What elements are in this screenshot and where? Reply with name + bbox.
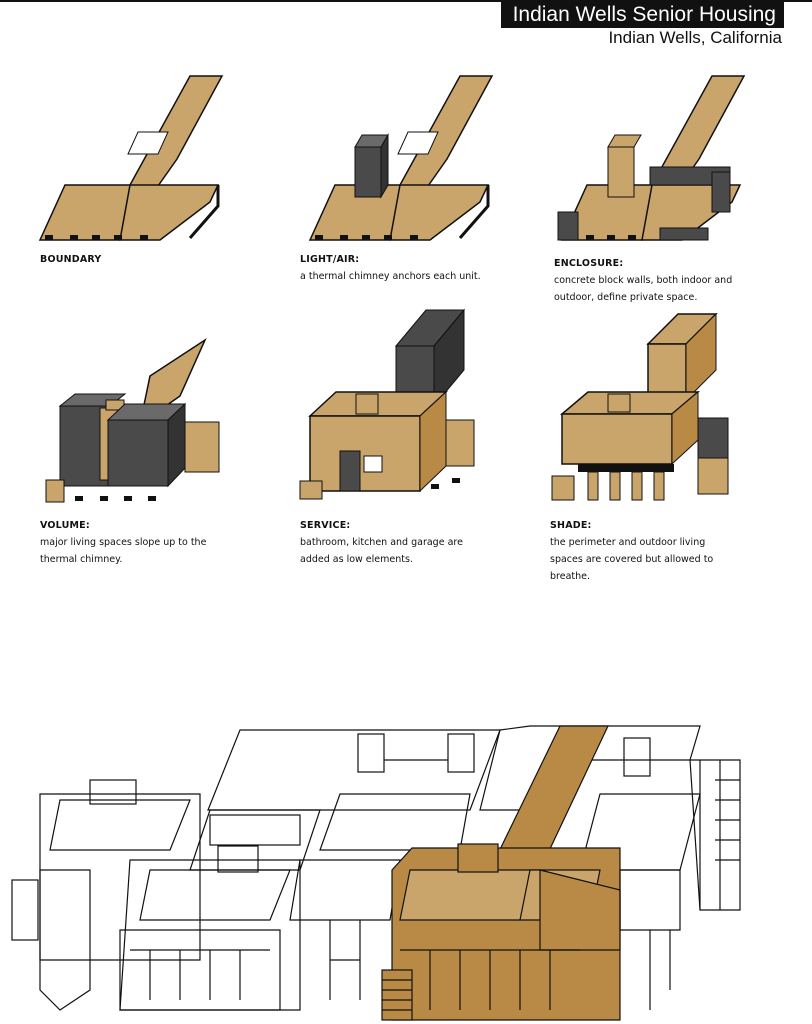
caption-heading: VOLUME: [40, 520, 90, 531]
diagram-boundary [38, 75, 224, 241]
page-title: Indian Wells Senior Housing [500, 2, 784, 28]
caption-shade: SHADE: the perimeter and outdoor living … [550, 517, 780, 585]
caption-heading: SERVICE: [300, 520, 351, 531]
caption-text: the perimeter and outdoor living spaces … [550, 537, 714, 582]
diagram-shade [551, 312, 729, 501]
caption-light-air: LIGHT/AIR: a thermal chimney anchors eac… [300, 251, 530, 285]
caption-heading: LIGHT/AIR: [300, 254, 360, 265]
diagram-volume [45, 337, 220, 503]
caption-text: major living spaces slope up to the ther… [40, 537, 207, 565]
diagram-enclosure [557, 75, 746, 241]
caption-text: concrete block walls, both indoor and ou… [554, 275, 733, 303]
caption-text: bathroom, kitchen and garage are added a… [300, 537, 463, 565]
thermal-chimney [354, 146, 382, 198]
page-subtitle: Indian Wells, California [608, 28, 782, 47]
caption-heading: SHADE: [550, 520, 592, 531]
site-axonometric-drawing [11, 725, 741, 1021]
top-rule [0, 0, 812, 2]
caption-heading: BOUNDARY [40, 254, 102, 265]
caption-boundary: BOUNDARY [40, 251, 270, 268]
caption-enclosure: ENCLOSURE: concrete block walls, both in… [554, 255, 744, 306]
caption-service: SERVICE: bathroom, kitchen and garage ar… [300, 517, 530, 568]
diagram-light-air [308, 75, 494, 241]
diagram-service [299, 308, 475, 500]
caption-text: a thermal chimney anchors each unit. [300, 271, 481, 282]
caption-volume: VOLUME: major living spaces slope up to … [40, 517, 270, 568]
caption-heading: ENCLOSURE: [554, 258, 624, 269]
